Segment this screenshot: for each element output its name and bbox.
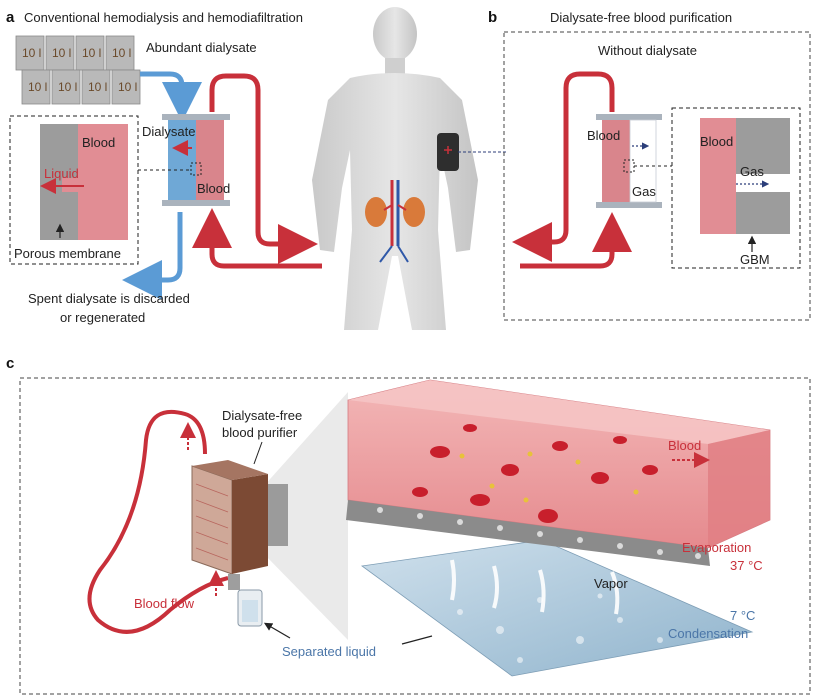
separated-liquid-label: Separated liquid xyxy=(282,644,376,659)
filter-b-gas-label: Gas xyxy=(632,184,656,199)
condensation-temp: 7 °C xyxy=(730,608,755,623)
panel-c-letter: c xyxy=(6,355,14,372)
filter-dialysate-label: Dialysate xyxy=(142,124,195,139)
panel-c-frame xyxy=(19,377,811,695)
panel-b-blood-return xyxy=(520,212,632,269)
evaporation-temp: 37 °C xyxy=(730,558,763,573)
panel-b-blood-out xyxy=(512,71,615,262)
panel-b-frame xyxy=(503,31,811,321)
condensation-label: Condensation xyxy=(668,626,748,641)
inset-a-membrane-label: Porous membrane xyxy=(14,246,121,261)
membrane-tissue-block xyxy=(346,379,771,566)
purifier-label-line1: Dialysate-free xyxy=(222,408,302,423)
panel-b-title: Dialysate-free blood purification xyxy=(550,10,732,25)
spent-dialysate-line2: or regenerated xyxy=(60,310,145,325)
filter-b-blood-label: Blood xyxy=(587,128,620,143)
evaporation-label: Evaporation xyxy=(682,540,751,555)
purifier-label-line2: blood purifier xyxy=(222,425,298,440)
bag-label: 10 l xyxy=(82,46,101,60)
inset-b-gbm-upper xyxy=(736,118,790,174)
purifier-pointer xyxy=(253,441,263,465)
bag-label: 10 l xyxy=(112,46,131,60)
blood-loop-out xyxy=(209,73,318,264)
blood-purifier-device xyxy=(191,460,288,627)
bag-label: 10 l xyxy=(22,46,41,60)
spent-dialysate-line1: Spent dialysate is discarded xyxy=(28,291,190,306)
condensation-plate xyxy=(360,539,754,677)
vapor-arrows xyxy=(450,559,620,615)
vapor-label: Vapor xyxy=(594,576,628,591)
bag-label: 10 l xyxy=(28,80,47,94)
dialysate-free-filter xyxy=(596,114,662,208)
inset-a-blood-label: Blood xyxy=(82,135,115,150)
blood-label: Blood xyxy=(668,438,701,453)
dialysate-inflow-arrow xyxy=(140,71,202,122)
blood-tube xyxy=(87,409,229,634)
blood-flow-label: Blood flow xyxy=(134,596,195,611)
inset-b-gbm-lower xyxy=(736,192,790,234)
solute-particles xyxy=(459,451,639,503)
bag-label: 10 l xyxy=(118,80,137,94)
blood-loop-return xyxy=(192,208,322,269)
dialysate-bags: 10 l 10 l 10 l 10 l 10 l 10 l 10 l 10 l xyxy=(15,35,141,105)
inset-b-gbm-label: GBM xyxy=(740,252,770,267)
panel-a-title: Conventional hemodialysis and hemodiafil… xyxy=(24,10,303,25)
human-body-illustration xyxy=(312,7,478,330)
dialysate-outflow-arrow xyxy=(122,212,183,300)
separated-liquid-pointer xyxy=(263,622,291,639)
inset-a-frame xyxy=(9,115,139,265)
bag-label: 10 l xyxy=(58,80,77,94)
inset-a-liquid-label: Liquid xyxy=(44,166,79,181)
inset-b-blood-label: Blood xyxy=(700,134,733,149)
panel-a-letter: a xyxy=(6,9,15,26)
zoom-projection xyxy=(262,392,348,640)
condensation-pointer xyxy=(401,635,433,645)
filter-blood-label: Blood xyxy=(197,181,230,196)
inset-a-blood xyxy=(78,124,128,240)
bag-label: 10 l xyxy=(88,80,107,94)
bag-label: 10 l xyxy=(52,46,71,60)
hemodialysis-filter xyxy=(162,114,230,206)
inset-b-gas-label: Gas xyxy=(740,164,764,179)
panel-b-letter: b xyxy=(488,9,497,26)
red-blood-cells xyxy=(412,424,658,523)
abundant-dialysate-label: Abundant dialysate xyxy=(146,40,257,55)
inset-b-frame xyxy=(671,107,801,269)
inset-b-blood xyxy=(700,118,736,234)
panel-b-subtitle: Without dialysate xyxy=(598,43,697,58)
